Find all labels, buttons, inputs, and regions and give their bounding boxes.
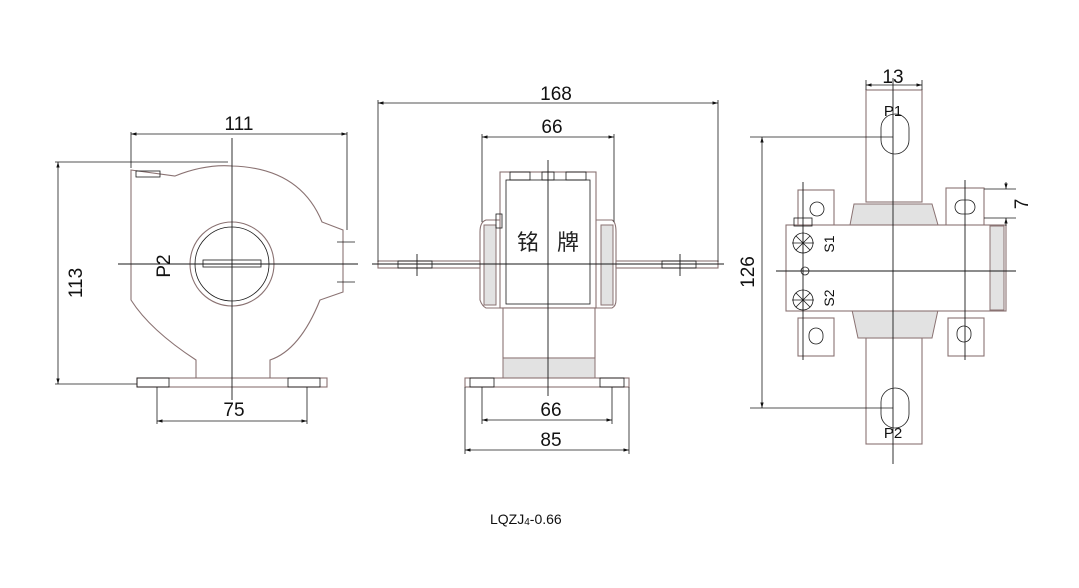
- nameplate-text-right: 牌: [557, 231, 579, 256]
- left-dim-width: 111: [225, 114, 254, 135]
- model-caption-sub: 4: [524, 517, 530, 528]
- right-view-tab-tl: [797, 189, 835, 229]
- front-view-base: [464, 377, 630, 388]
- front-dim-overall: 168: [540, 84, 572, 105]
- secondary-s1-label: S1: [821, 235, 837, 252]
- left-dim-height: 113: [66, 268, 87, 298]
- right-view-bar-top: [865, 89, 923, 203]
- right-terminal-top-label: P1: [884, 103, 902, 120]
- secondary-s2-label: S2: [821, 289, 837, 306]
- right-view: P1 P2 S1 S2 13 126 7: [738, 67, 1033, 464]
- front-dim-top: 66: [541, 117, 562, 138]
- right-view-body: [785, 224, 1007, 312]
- left-terminal-label: P2: [154, 254, 175, 277]
- model-caption: LQZJ4-0.66: [490, 511, 562, 528]
- front-view-primary-bar-right: [615, 260, 719, 269]
- right-view-bar-bottom: [865, 337, 923, 445]
- front-view-primary-bar: [377, 260, 481, 269]
- front-dim-bottom-outer: 85: [540, 430, 561, 451]
- left-dim-base: 75: [223, 400, 244, 421]
- front-view: 铭 牌 168 66 66 85: [372, 84, 724, 454]
- right-dim-small: 7: [1012, 199, 1033, 210]
- model-caption-suffix: -0.66: [530, 511, 562, 527]
- right-dim-height: 126: [738, 256, 759, 288]
- right-terminal-bottom-label: P2: [884, 425, 902, 442]
- left-view: 111 113 75 P2: [55, 114, 358, 424]
- right-view-tab-bl: [797, 317, 835, 357]
- front-view-column: [502, 307, 596, 359]
- right-dim-bar-width: 13: [882, 67, 903, 88]
- right-view-tab-br: [947, 317, 985, 357]
- nameplate-text-left: 铭: [517, 231, 539, 256]
- front-dim-bottom-inner: 66: [540, 400, 561, 421]
- model-caption-main: LQZJ: [490, 511, 524, 527]
